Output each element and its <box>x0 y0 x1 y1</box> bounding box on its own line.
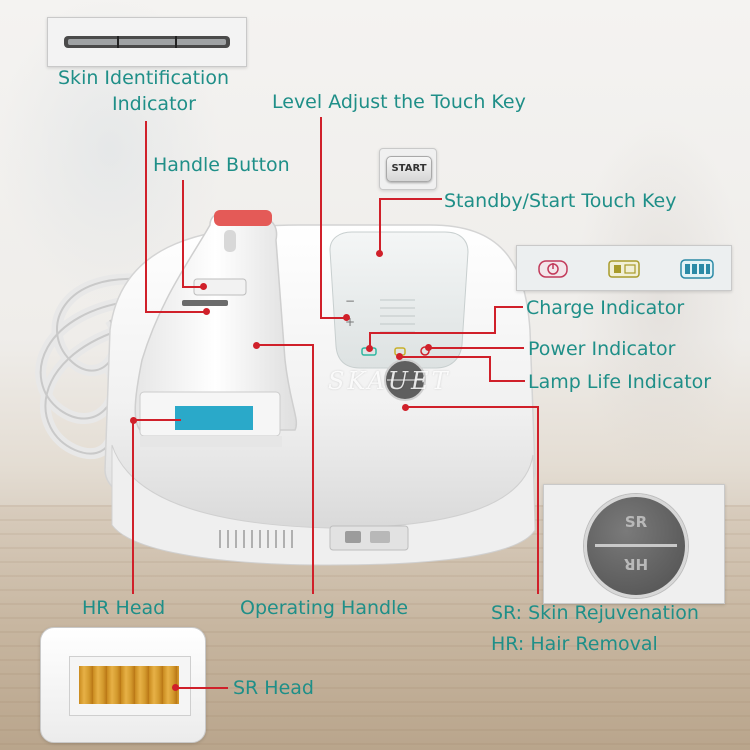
watermark: SKAUET <box>328 367 451 395</box>
label-operating-handle: Operating Handle <box>240 597 409 619</box>
label-skin-identification: Skin Identification <box>58 67 229 89</box>
power-indicator-icon <box>538 260 568 278</box>
label-sr-skin-rejuvenation: SR: Skin Rejuvenation <box>491 602 699 624</box>
label-level-adjust: Level Adjust the Touch Key <box>272 91 526 113</box>
label-sr-head: SR Head <box>233 677 314 699</box>
start-key-inset: START <box>379 148 437 190</box>
label-standby-start: Standby/Start Touch Key <box>444 190 677 212</box>
label-handle-button: Handle Button <box>153 154 290 176</box>
vent-grille <box>219 530 293 548</box>
svg-text:−: − <box>345 294 355 308</box>
lamp-life-indicator-icon <box>608 260 640 278</box>
label-charge-indicator: Charge Indicator <box>526 297 685 319</box>
label-power-indicator: Power Indicator <box>528 338 676 360</box>
label-hr-head: HR Head <box>82 597 166 619</box>
power-socket <box>329 525 409 551</box>
indicators-inset <box>516 245 732 291</box>
hr-mark: HR <box>623 555 649 573</box>
label-skin-identification-line2: Indicator <box>112 93 196 115</box>
sr-head-window <box>79 666 179 704</box>
label-hr-hair-removal: HR: Hair Removal <box>491 633 658 655</box>
skin-identification-inset <box>47 17 247 67</box>
mode-switch-inset: SR HR <box>543 484 725 604</box>
charge-indicator-icon <box>680 259 714 279</box>
sr-mark: SR <box>624 513 648 531</box>
sr-head-inset <box>40 627 206 743</box>
svg-text:+: + <box>345 315 355 329</box>
label-lamp-life-indicator: Lamp Life Indicator <box>528 371 712 393</box>
start-key: START <box>386 156 432 182</box>
